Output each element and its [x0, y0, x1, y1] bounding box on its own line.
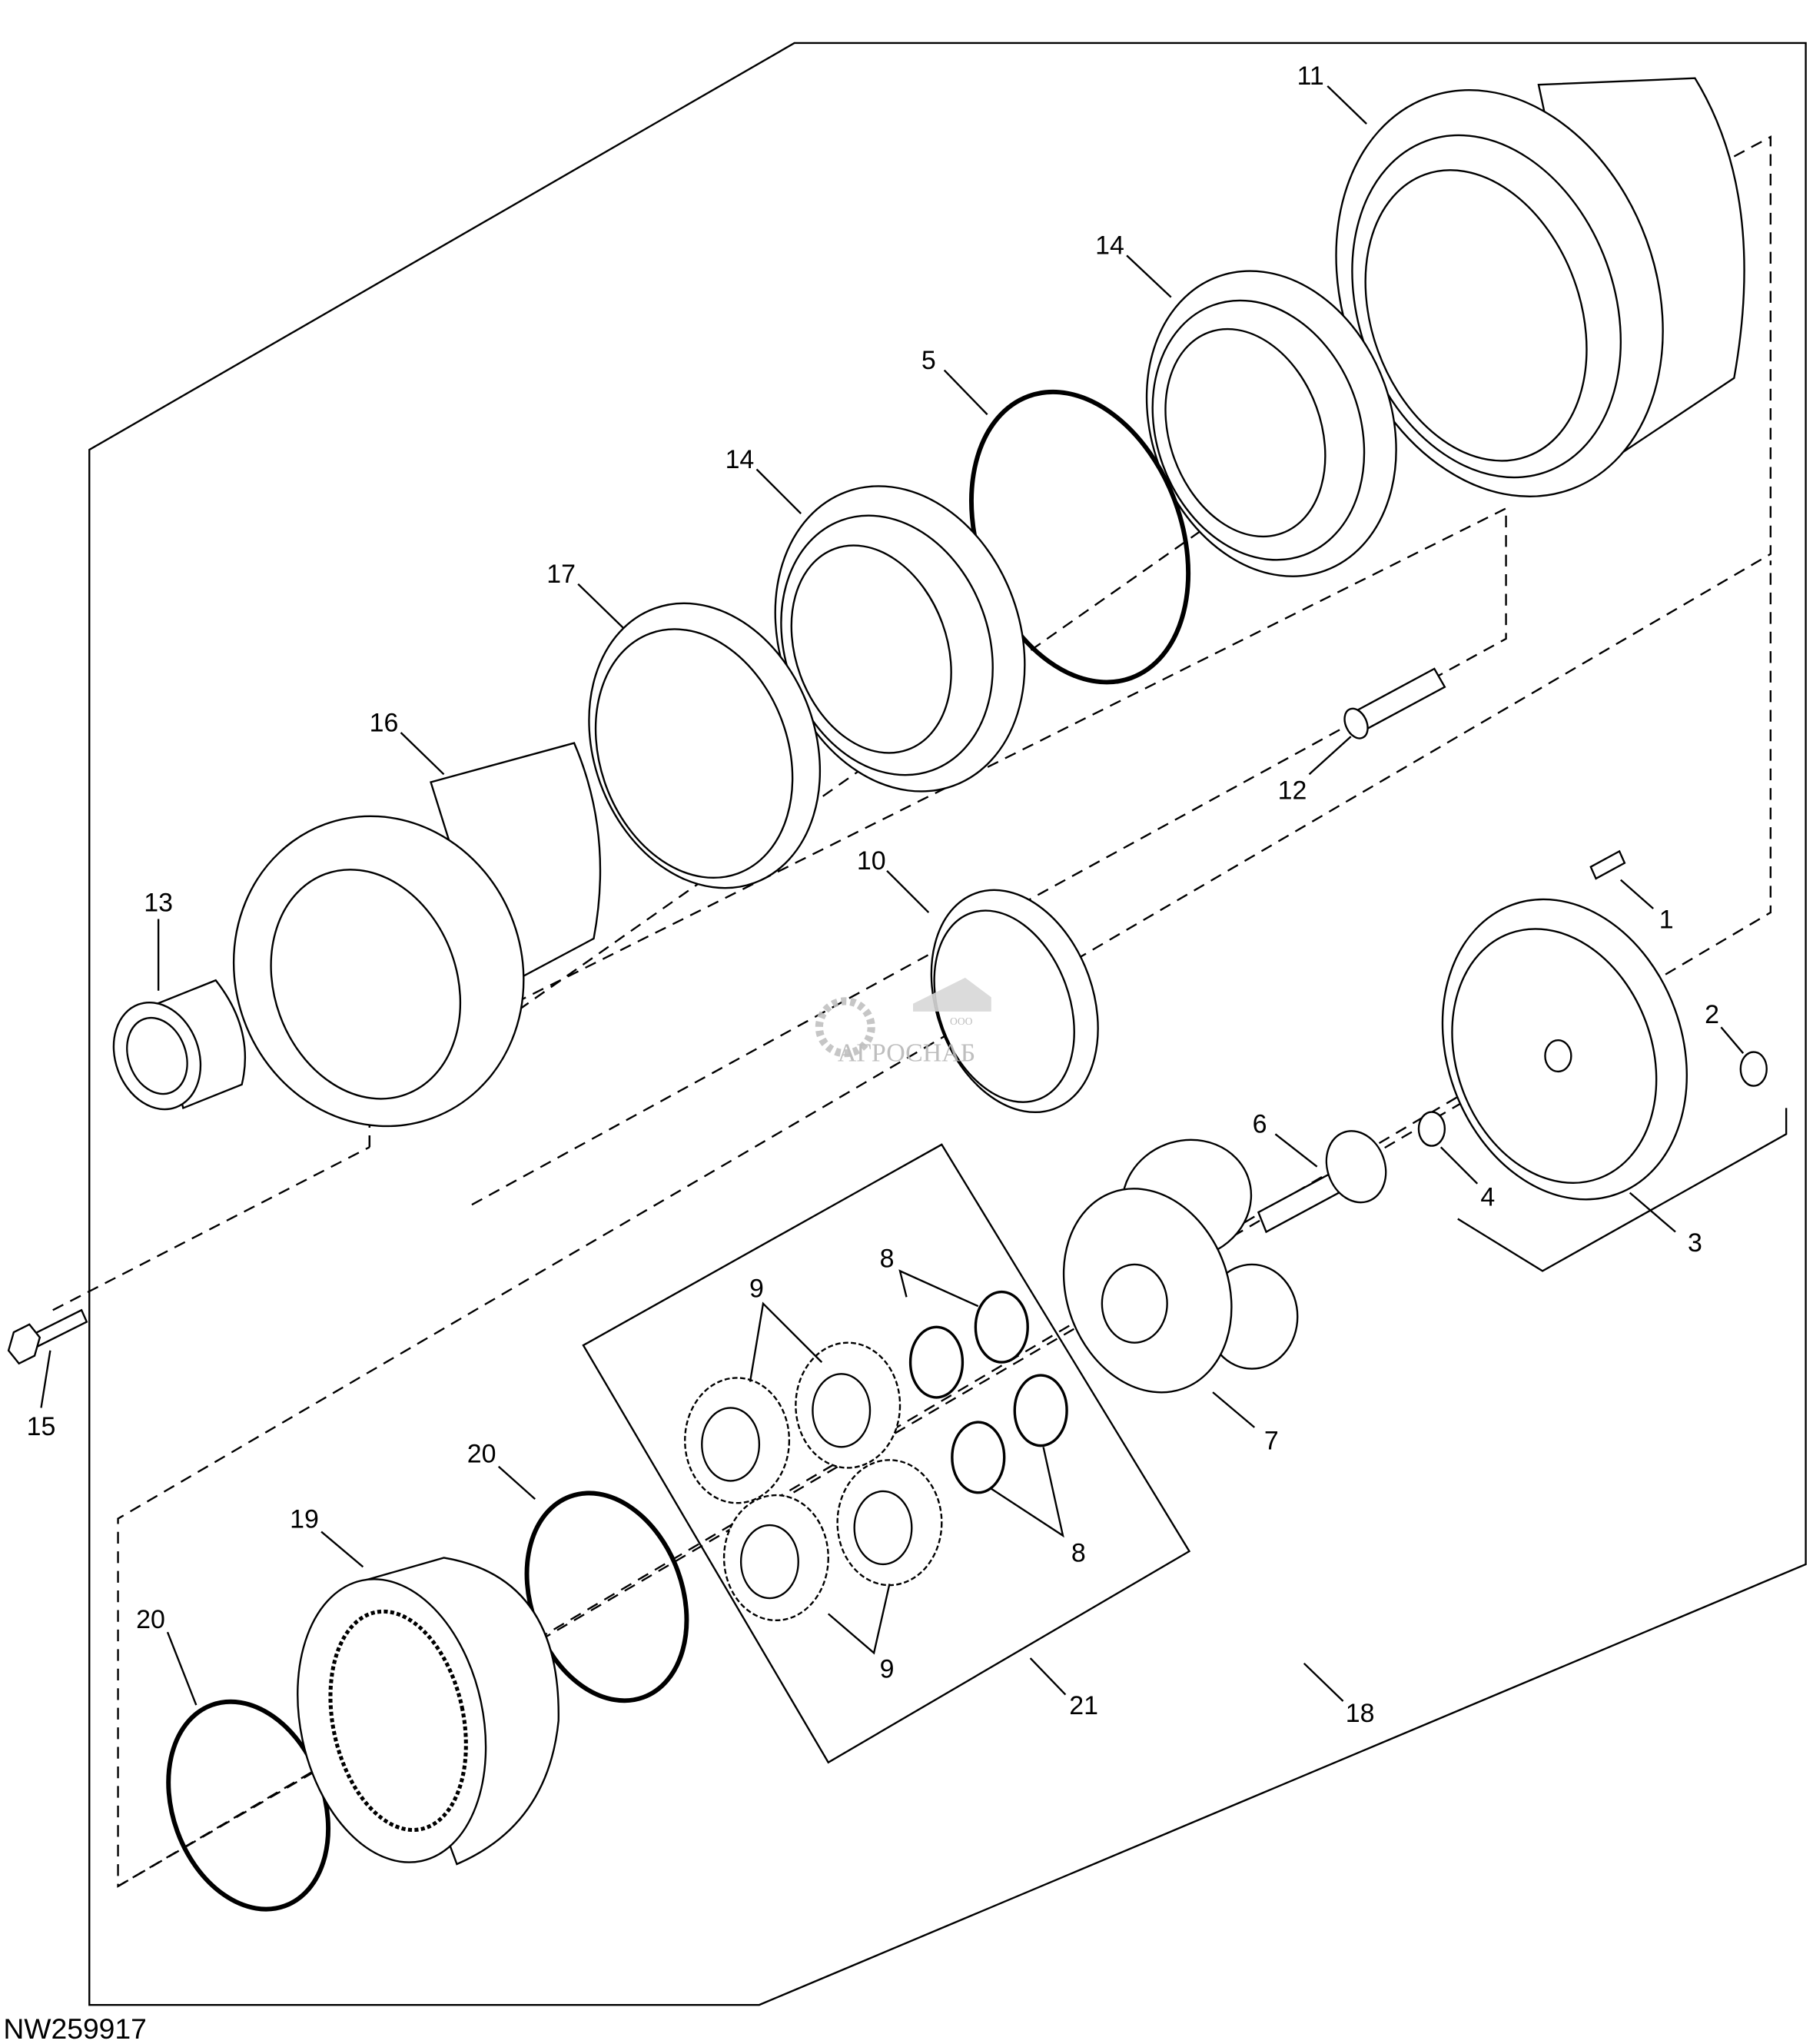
centerline-right	[117, 135, 1771, 1888]
callout-14-lower: 14	[726, 445, 755, 474]
callout-18: 18	[1346, 1699, 1375, 1728]
kit-frame	[582, 1143, 1191, 1764]
callout-14-upper: 14	[1095, 231, 1124, 261]
cover-group-bracket	[1457, 1108, 1788, 1272]
assembly-frame	[88, 42, 1807, 2006]
callout-labels: 11 14 5 14 17 16 13 10 12 1 2 6 4 3 8 9 …	[27, 61, 1719, 1728]
callout-7: 7	[1264, 1427, 1279, 1456]
part-2-plug	[1739, 1051, 1768, 1087]
callout-20-lower: 20	[136, 1605, 165, 1634]
callout-5: 5	[921, 346, 936, 375]
agrosnab-watermark-logo: ООО АГРОСНАБ	[815, 977, 991, 1067]
leader-lines	[40, 85, 1745, 1706]
part-8-snap-rings	[908, 1290, 1068, 1494]
callout-9-upper: 9	[749, 1274, 764, 1303]
part-7-planet-carrier	[1062, 1138, 1299, 1394]
callout-2: 2	[1705, 1000, 1719, 1029]
part-16-spindle	[232, 742, 602, 1128]
part-15-bolt	[7, 1308, 88, 1365]
watermark-brand-text: АГРОСНАБ	[838, 1039, 975, 1067]
part-10-seal-ring	[930, 889, 1099, 1114]
callout-9-lower: 9	[880, 1654, 895, 1683]
callout-11: 11	[1297, 61, 1324, 91]
part-12-stud	[1343, 667, 1446, 739]
callout-6: 6	[1253, 1110, 1267, 1139]
callout-8-upper: 8	[880, 1244, 895, 1273]
callout-17: 17	[546, 560, 576, 589]
callout-13: 13	[144, 888, 173, 917]
part-3-cover	[1441, 898, 1688, 1201]
part-11-housing	[1335, 77, 1745, 498]
part-4-thrust-washer	[1417, 1111, 1446, 1147]
callout-10: 10	[857, 846, 886, 876]
callout-20-upper: 20	[467, 1440, 496, 1469]
centerline-lower	[52, 1146, 370, 1311]
watermark-small-text: ООО	[950, 1015, 973, 1027]
part-13-bushing	[112, 979, 247, 1111]
callout-3: 3	[1688, 1228, 1702, 1258]
callout-12: 12	[1278, 776, 1307, 806]
figure-id: NW259917	[3, 2012, 147, 2044]
callout-4: 4	[1480, 1183, 1495, 1212]
callout-19: 19	[290, 1504, 319, 1534]
part-9-planet-gears	[684, 1341, 943, 1622]
part-17-seal	[588, 602, 822, 889]
callout-16: 16	[370, 708, 399, 737]
part-1-screw	[1589, 849, 1626, 880]
part-6-sun-shaft	[1257, 1130, 1387, 1234]
callout-15: 15	[27, 1412, 56, 1441]
callout-8-lower: 8	[1071, 1539, 1086, 1568]
callout-21: 21	[1069, 1691, 1098, 1720]
callout-1: 1	[1659, 905, 1674, 934]
part-19-ring-gear	[297, 1557, 560, 1866]
